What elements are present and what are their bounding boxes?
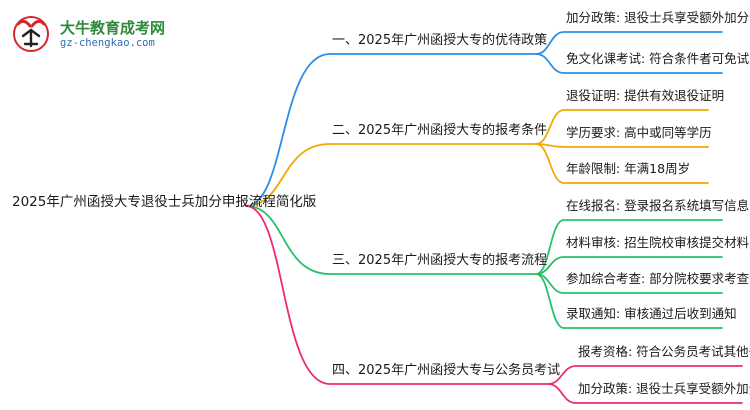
leaf-connector-1-1: [535, 31, 723, 55]
branch-connector-4: [245, 205, 549, 385]
leaf-connector-2-3: [535, 143, 709, 184]
branch-connector-1: [245, 53, 537, 207]
branch-connector-2: [245, 143, 537, 207]
leaf-label-1-1: 加分政策: 退役士兵享受额外加分: [566, 10, 750, 25]
root-node-label: 2025年广州函授大专退役士兵加分申报流程简化版: [12, 194, 317, 210]
logo-brand-text: 大牛教育成考网: [60, 19, 166, 37]
leaf-label-2-2: 学历要求: 高中或同等学历: [566, 125, 712, 140]
branch-label-1: 一、2025年广州函授大专的优待政策: [332, 33, 548, 48]
leaf-connector-4-1: [547, 365, 743, 385]
leaf-label-3-1: 在线报名: 登录报名系统填写信息: [566, 198, 750, 213]
branch-connector-3: [245, 205, 537, 275]
site-logo: 大牛教育成考网 gz-chengkao.com: [10, 14, 185, 54]
leaf-label-3-4: 录取通知: 审核通过后收到通知: [566, 306, 737, 321]
leaf-connector-2-2: [535, 143, 709, 148]
branch-label-2: 二、2025年广州函授大专的报考条件: [332, 123, 548, 138]
logo-site-url: gz-chengkao.com: [60, 37, 155, 49]
leaf-connector-1-2: [535, 53, 723, 74]
leaf-label-3-3: 参加综合考查: 部分院校要求考查: [566, 271, 750, 286]
leaf-connector-2-1: [535, 109, 709, 145]
bull-logo-icon: [13, 16, 49, 52]
leaf-label-4-2: 加分政策: 退役士兵享受额外加分: [578, 381, 750, 396]
leaf-connector-3-2: [535, 256, 723, 275]
leaf-label-3-2: 材料审核: 招生院校审核提交材料: [566, 235, 750, 250]
branch-label-4: 四、2025年广州函授大专与公务员考试: [332, 363, 561, 378]
leaf-connector-3-1: [535, 219, 723, 275]
leaf-label-2-1: 退役证明: 提供有效退役证明: [566, 88, 725, 103]
leaf-label-1-2: 免文化课考试: 符合条件者可免试: [566, 51, 750, 66]
leaf-connector-3-4: [535, 273, 723, 329]
leaf-connector-4-2: [547, 383, 743, 404]
branch-label-3: 三、2025年广州函授大专的报考流程: [332, 253, 548, 268]
leaf-label-2-3: 年龄限制: 年满18周岁: [566, 161, 691, 176]
leaf-label-4-1: 报考资格: 符合公务员考试其他条件: [578, 344, 750, 359]
